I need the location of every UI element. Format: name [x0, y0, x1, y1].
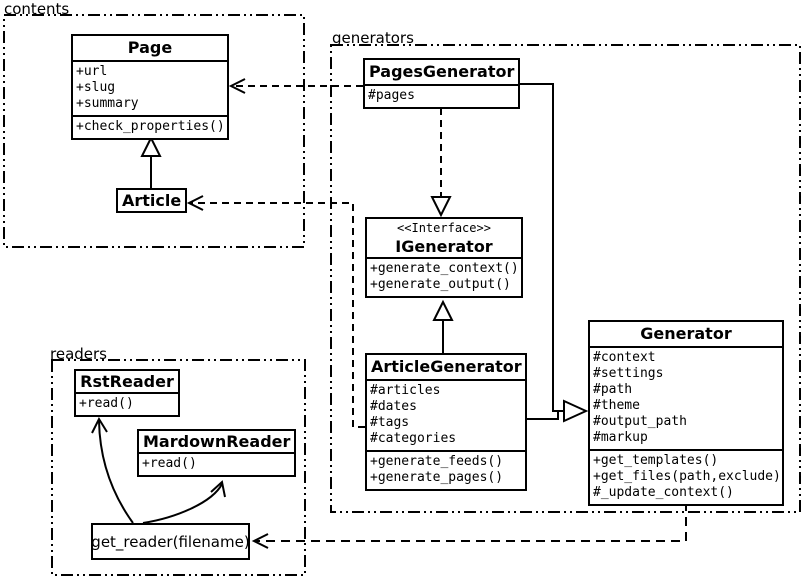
- open-arrowhead-icon: [186, 195, 204, 211]
- attribute-line: +url: [76, 64, 108, 79]
- class-title-igenerator: IGenerator: [395, 237, 493, 256]
- class-box-page: Page +url +slug +summary +check_properti…: [71, 34, 229, 140]
- class-title-mardownreader: MardownReader: [143, 432, 291, 451]
- method-line: +read(): [79, 396, 134, 411]
- attribute-line: #context: [593, 350, 656, 365]
- open-arrowhead-icon: [91, 416, 108, 434]
- attribute-line: #settings: [593, 366, 664, 381]
- edge-getreader-to-rstreader: [91, 416, 134, 524]
- attribute-line: #path: [593, 382, 633, 397]
- edge-pagesgenerator-to-igenerator-realization: [430, 108, 452, 218]
- class-attributes-page: +url +slug +summary: [73, 60, 227, 115]
- method-line: #_update_context(): [593, 485, 734, 500]
- class-methods-articlegenerator: +generate_feeds() +generate_pages(): [367, 450, 525, 489]
- method-line: +generate_pages(): [370, 470, 504, 485]
- hollow-triangle-icon: [432, 299, 454, 321]
- class-header-igenerator: <<Interface>> IGenerator: [367, 219, 521, 257]
- class-box-generator: Generator #context #settings #path #them…: [588, 320, 784, 506]
- open-arrowhead-icon: [210, 480, 226, 498]
- attribute-line: #markup: [593, 430, 648, 445]
- edge-pagesgenerator-to-page-dependency: [228, 78, 363, 94]
- class-title-rstreader: RstReader: [80, 372, 174, 391]
- package-label-contents: contents: [4, 0, 70, 18]
- class-box-igenerator: <<Interface>> IGenerator +generate_conte…: [365, 217, 523, 298]
- edge-articlegenerator-to-article-dependency: [186, 195, 365, 428]
- package-label-generators: generators: [332, 29, 414, 47]
- function-label-get-reader: get_reader(filename): [91, 532, 250, 551]
- method-line: +generate_output(): [370, 277, 511, 292]
- class-methods-mardownreader: +read(): [139, 452, 294, 475]
- attribute-line: #articles: [370, 383, 441, 398]
- attribute-line: +summary: [76, 96, 139, 111]
- class-attributes-generator: #context #settings #path #theme #output_…: [590, 346, 782, 449]
- class-title-page: Page: [127, 38, 173, 57]
- attribute-line: #theme: [593, 398, 640, 413]
- hollow-triangle-icon: [563, 399, 589, 423]
- edge-articlegenerator-to-igenerator-inheritance: [432, 299, 454, 353]
- edge-getreader-to-mardownreader: [142, 480, 226, 524]
- attribute-line: +slug: [76, 80, 116, 95]
- package-border-contents: [3, 14, 305, 248]
- method-line: +generate_feeds(): [370, 454, 504, 469]
- class-title-articlegenerator: ArticleGenerator: [371, 357, 522, 376]
- package-border-generators: [330, 44, 801, 513]
- class-title-pagesgenerator: PagesGenerator: [369, 62, 515, 81]
- class-box-pagesgenerator: PagesGenerator #pages: [363, 58, 520, 109]
- hollow-triangle-icon: [140, 135, 162, 157]
- method-line: +check_properties(): [76, 119, 225, 134]
- open-arrowhead-icon: [228, 78, 246, 94]
- open-arrowhead-icon: [251, 533, 269, 549]
- hollow-triangle-icon: [430, 196, 452, 218]
- method-line: +read(): [142, 456, 197, 471]
- edge-articlegenerator-to-generator-inheritance: [527, 399, 589, 423]
- function-box-get-reader: get_reader(filename): [91, 523, 250, 560]
- class-box-rstreader: RstReader +read(): [74, 369, 180, 417]
- class-attributes-pagesgenerator: #pages: [365, 84, 518, 107]
- class-methods-page: +check_properties(): [73, 115, 227, 138]
- attribute-line: #tags: [370, 415, 410, 430]
- attribute-line: #dates: [370, 399, 417, 414]
- package-label-readers: readers: [50, 345, 107, 363]
- edge-generator-to-getreader-dependency: [251, 502, 687, 549]
- attribute-line: #pages: [368, 88, 415, 103]
- class-methods-igenerator: +generate_context() +generate_output(): [367, 257, 521, 296]
- class-attributes-articlegenerator: #articles #dates #tags #categories: [367, 379, 525, 450]
- class-box-mardownreader: MardownReader +read(): [137, 429, 296, 477]
- package-border-readers: [51, 359, 306, 576]
- class-methods-rstreader: +read(): [76, 392, 178, 415]
- method-line: +get_files(path,exclude): [593, 469, 781, 484]
- stereotype-interface: <<Interface>>: [397, 221, 491, 235]
- method-line: +generate_context(): [370, 261, 519, 276]
- edge-article-to-page-inheritance: [140, 135, 162, 188]
- attribute-line: #categories: [370, 431, 457, 446]
- class-box-articlegenerator: ArticleGenerator #articles #dates #tags …: [365, 353, 527, 491]
- class-title-generator: Generator: [640, 324, 732, 343]
- class-methods-generator: +get_templates() +get_files(path,exclude…: [590, 449, 782, 504]
- attribute-line: #output_path: [593, 414, 687, 429]
- class-box-article: Article: [116, 188, 187, 213]
- class-title-article: Article: [122, 191, 182, 210]
- method-line: +get_templates(): [593, 453, 719, 468]
